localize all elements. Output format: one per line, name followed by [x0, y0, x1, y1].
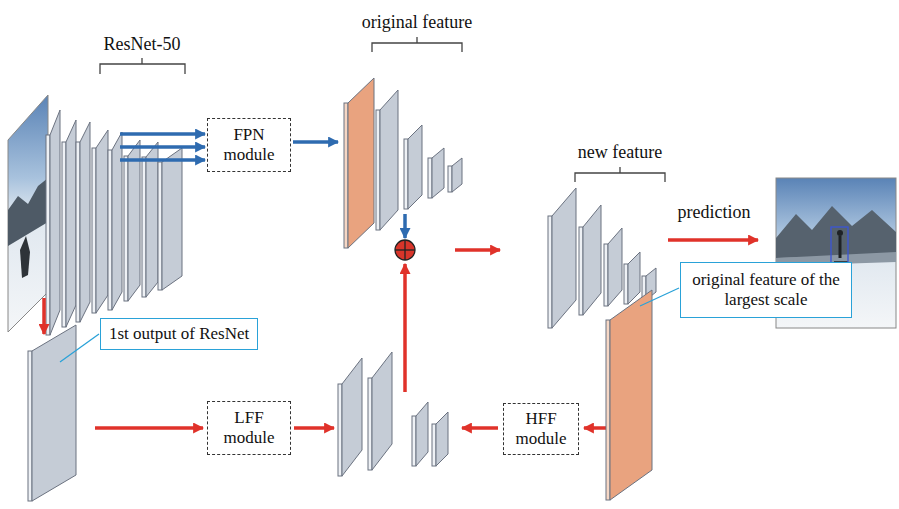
node-text: FPN module [214, 125, 284, 164]
blue-arrow [403, 214, 407, 238]
feature-plate [436, 412, 448, 466]
resnet-layer [124, 156, 128, 301]
output-image [837, 230, 843, 236]
red-arrow [403, 264, 407, 392]
feature-plate [628, 252, 640, 304]
feature-plate [416, 402, 428, 466]
feature-plate [404, 139, 408, 209]
resnet-layer [96, 130, 108, 313]
red-arrow [455, 248, 500, 252]
feature-plate [552, 188, 576, 328]
resnet-layer [46, 135, 50, 335]
resnet-layer [158, 162, 162, 290]
feature-plate [608, 228, 622, 306]
feature-plate [338, 352, 448, 476]
feature-plate [604, 244, 608, 306]
resnet-layer [76, 142, 80, 322]
resnet-layer [66, 120, 76, 327]
red-arrow [462, 426, 498, 430]
node-text: LFF module [214, 408, 284, 447]
red-arrow [294, 426, 334, 430]
group-label: new feature [578, 142, 662, 163]
resnet-layer [146, 142, 158, 297]
resnet-layer [80, 122, 90, 322]
input-image [8, 178, 48, 246]
resnet-layer [46, 110, 182, 335]
output-image [776, 206, 896, 258]
blue-arrow [120, 145, 205, 149]
output-image [839, 236, 842, 258]
stage-name: ResNet-50 [104, 34, 181, 55]
feature-plate [428, 158, 432, 198]
sum-symbol [404, 240, 405, 260]
process-box: LFF module [207, 401, 291, 455]
feature-plate [432, 148, 444, 198]
feature-plate [610, 290, 652, 500]
feature-plate [624, 264, 628, 304]
feature-plate [448, 166, 452, 192]
red-arrow [668, 238, 758, 242]
resnet-layer [108, 150, 112, 310]
resnet-layer [62, 142, 66, 327]
feature-plate [376, 110, 380, 230]
resnet-layer [50, 110, 60, 335]
input-image [20, 236, 30, 278]
red-arrow [42, 298, 46, 334]
feature-plate [338, 384, 342, 476]
blue-arrow [293, 140, 338, 144]
red-arrow [95, 426, 203, 430]
bracket [100, 58, 185, 74]
feature-plate [606, 290, 652, 500]
process-box: FPN module [207, 118, 291, 172]
blue-arrow [120, 132, 205, 136]
feature-plate [372, 352, 392, 470]
blue-arrow [120, 158, 205, 162]
input-image [8, 95, 48, 332]
node-text: 1st output of ResNet [109, 324, 249, 344]
feature-plate [606, 320, 610, 500]
leader-line [60, 334, 99, 362]
feature-plate [432, 424, 436, 466]
feature-plate [28, 325, 76, 501]
feature-plate [579, 227, 583, 315]
resnet-layer [128, 140, 140, 301]
feature-plate [348, 78, 374, 248]
callout-box: 1st output of ResNet [100, 318, 258, 350]
bracket [575, 167, 665, 182]
feature-plate [368, 378, 372, 470]
arrow-label: prediction [678, 202, 751, 223]
node-text: original feature of the largest scale [687, 270, 845, 309]
leader-line [640, 288, 679, 306]
callout-box: original feature of the largest scale [680, 262, 852, 318]
feature-plate [344, 78, 462, 248]
resnet-layer [92, 148, 96, 313]
bracket [372, 37, 462, 52]
feature-plate [452, 158, 462, 192]
feature-plate [548, 216, 552, 328]
feature-plate [344, 103, 348, 248]
feature-plate [408, 125, 422, 209]
group-label: original feature [362, 12, 472, 33]
feature-plate [342, 358, 362, 476]
node-text: HFF module [510, 409, 572, 448]
output-image [831, 227, 848, 265]
feature-plate [32, 325, 76, 501]
resnet-layer [142, 157, 146, 297]
red-arrow [584, 426, 606, 430]
feature-plate [583, 205, 601, 315]
resnet-layer [162, 148, 182, 290]
feature-plate [412, 416, 416, 466]
process-box: HFF module [503, 403, 579, 455]
feature-plate [380, 90, 398, 230]
sum-symbol [395, 240, 415, 260]
sum-symbol [395, 240, 415, 260]
input-image [8, 95, 48, 332]
feature-plate [28, 351, 32, 501]
